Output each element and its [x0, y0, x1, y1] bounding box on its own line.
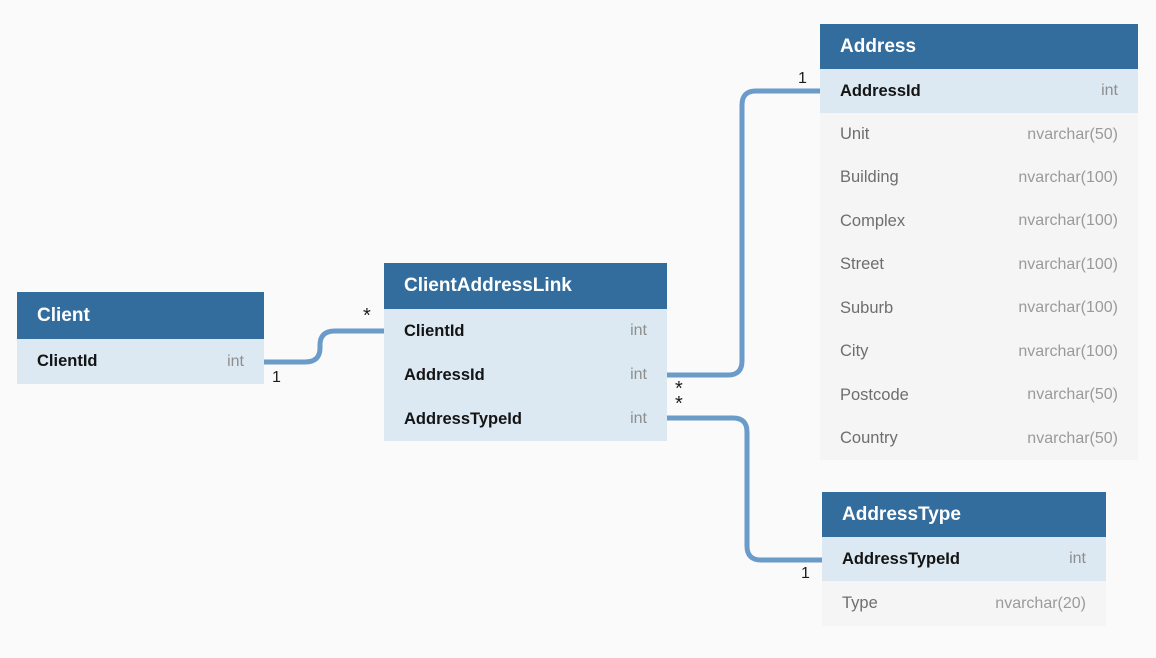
- column-name: Type: [842, 594, 878, 612]
- entity-client-address-link-title: ClientAddressLink: [384, 263, 667, 309]
- table-row[interactable]: ClientId int: [384, 309, 667, 353]
- column-name: Complex: [840, 211, 906, 230]
- column-name: AddressTypeId: [842, 549, 960, 568]
- column-name: Country: [840, 429, 898, 447]
- table-row[interactable]: Complex nvarchar(100): [820, 199, 1138, 243]
- column-name: ClientId: [37, 352, 98, 370]
- column-name: AddressId: [840, 81, 921, 100]
- entity-client-title: Client: [17, 292, 264, 339]
- table-row[interactable]: Type nvarchar(20): [822, 581, 1106, 626]
- table-row[interactable]: Unit nvarchar(50): [820, 113, 1138, 156]
- column-type: int: [227, 352, 244, 370]
- column-type: int: [1101, 82, 1118, 99]
- cardinality-link-addresstype-many: *: [675, 393, 683, 415]
- table-row[interactable]: City nvarchar(100): [820, 330, 1138, 373]
- cardinality-link-client-many: *: [363, 305, 371, 327]
- entity-address-columns: AddressId int Unit nvarchar(50) Building…: [820, 69, 1138, 460]
- entity-client-address-link[interactable]: ClientAddressLink ClientId int AddressId…: [384, 263, 667, 441]
- column-type: int: [630, 366, 647, 383]
- entity-address-type-columns: AddressTypeId int Type nvarchar(20): [822, 537, 1106, 626]
- connector-client-to-link: [261, 328, 387, 365]
- entity-address[interactable]: Address AddressId int Unit nvarchar(50) …: [820, 24, 1138, 460]
- table-row[interactable]: ClientId int: [17, 339, 264, 384]
- cardinality-addresstype-one: 1: [801, 565, 810, 582]
- column-name: ClientId: [404, 321, 465, 340]
- column-type: nvarchar(50): [1027, 429, 1118, 447]
- column-type: int: [630, 410, 647, 427]
- table-row[interactable]: AddressId int: [384, 353, 667, 397]
- table-row[interactable]: Country nvarchar(50): [820, 417, 1138, 460]
- column-type: nvarchar(100): [1018, 299, 1118, 316]
- column-type: nvarchar(100): [1018, 212, 1118, 229]
- column-name: City: [840, 342, 869, 360]
- entity-client-address-link-columns: ClientId int AddressId int AddressTypeId…: [384, 309, 667, 441]
- column-name: AddressTypeId: [404, 409, 522, 428]
- table-row[interactable]: Postcode nvarchar(50): [820, 373, 1138, 417]
- table-row[interactable]: Street nvarchar(100): [820, 243, 1138, 286]
- column-type: int: [630, 322, 647, 339]
- column-name: AddressId: [404, 365, 485, 384]
- column-type: nvarchar(100): [1018, 255, 1118, 273]
- column-name: Unit: [840, 125, 870, 143]
- column-name: Building: [840, 168, 899, 186]
- cardinality-client-one: 1: [272, 369, 281, 386]
- column-type: nvarchar(100): [1018, 342, 1118, 360]
- column-name: Postcode: [840, 385, 909, 404]
- cardinality-address-one: 1: [798, 70, 807, 87]
- table-row[interactable]: AddressTypeId int: [384, 397, 667, 441]
- column-type: nvarchar(20): [995, 594, 1086, 612]
- table-row[interactable]: AddressTypeId int: [822, 537, 1106, 581]
- column-type: nvarchar(50): [1027, 125, 1118, 143]
- entity-client-columns: ClientId int: [17, 339, 264, 384]
- column-name: Suburb: [840, 298, 894, 317]
- connector-link-to-addresstype: [664, 415, 825, 563]
- column-type: int: [1069, 550, 1086, 567]
- table-row[interactable]: AddressId int: [820, 69, 1138, 113]
- entity-address-type-title: AddressType: [822, 492, 1106, 537]
- entity-client[interactable]: Client ClientId int: [17, 292, 264, 384]
- table-row[interactable]: Suburb nvarchar(100): [820, 286, 1138, 330]
- column-name: Street: [840, 255, 885, 273]
- connector-link-to-address: [664, 88, 823, 378]
- cardinality-link-address-many: *: [675, 378, 683, 400]
- entity-address-type[interactable]: AddressType AddressTypeId int Type nvarc…: [822, 492, 1106, 626]
- entity-address-title: Address: [820, 24, 1138, 69]
- table-row[interactable]: Building nvarchar(100): [820, 156, 1138, 199]
- column-type: nvarchar(50): [1027, 386, 1118, 403]
- column-type: nvarchar(100): [1018, 168, 1118, 186]
